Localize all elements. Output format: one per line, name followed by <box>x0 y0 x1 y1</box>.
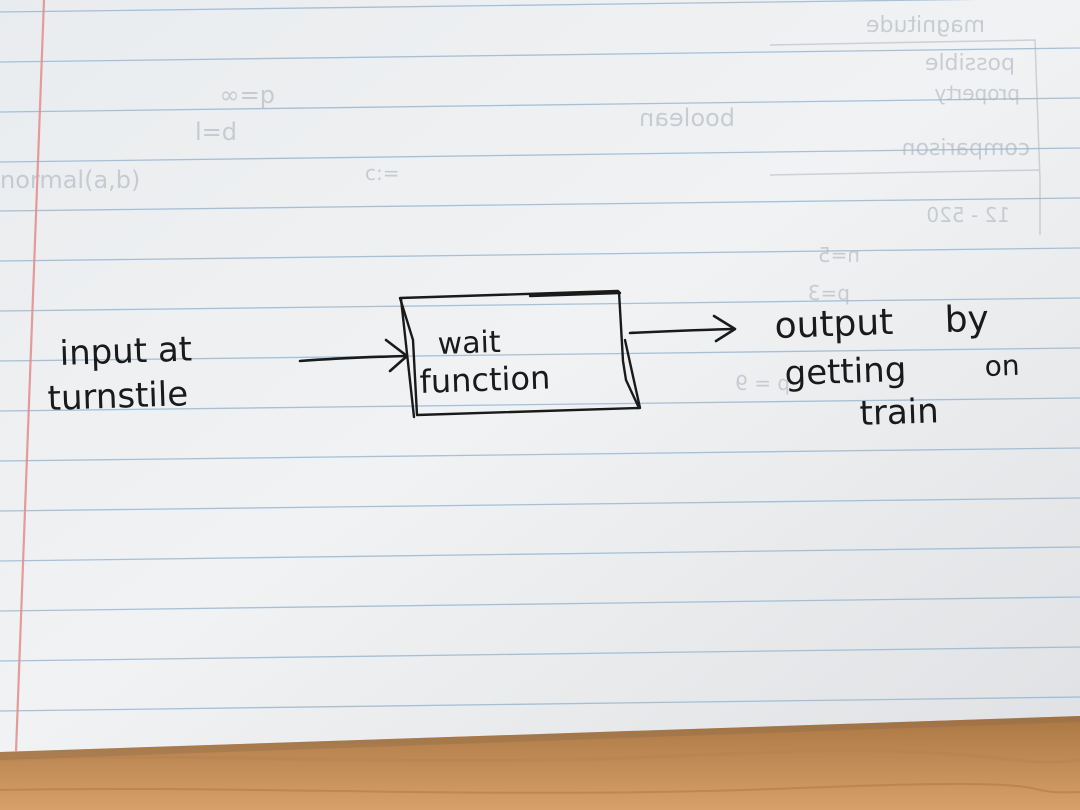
box-label-line1: wait <box>437 325 501 362</box>
output-arrow <box>628 314 737 343</box>
ghost-note: q=∞ <box>220 81 275 109</box>
ghost-note: n=5 <box>818 243 860 267</box>
ruled-lines <box>0 0 1080 712</box>
box-label-line2: function <box>419 358 551 401</box>
output-label-line1: output by <box>774 299 990 347</box>
bleed-through-notes: q=∞ l=d normal(a,b) boolean c:= magnitud… <box>0 13 1041 395</box>
input-label-line2: turnstile <box>47 374 189 419</box>
ghost-note: 12 - 520 <box>926 203 1010 227</box>
ghost-note: boolean <box>639 104 735 132</box>
output-label-line3: on <box>984 349 1020 383</box>
ghost-note: comparison <box>902 136 1030 161</box>
ghost-note: l=d <box>195 118 237 146</box>
ghost-note: p=3 <box>808 281 850 305</box>
ghost-note: magnitude <box>866 13 985 38</box>
paper-sheet <box>0 0 1080 752</box>
output-label-line4: train <box>859 391 939 434</box>
ghost-note: p = 9 <box>735 371 790 395</box>
wait-function-box: wait function <box>398 289 642 419</box>
ghost-note: normal(a,b) <box>0 166 140 194</box>
ghost-note: property <box>934 81 1020 105</box>
input-label-line1: input at <box>59 329 193 374</box>
margin-line <box>14 0 46 753</box>
ghost-note: possible <box>925 51 1015 76</box>
output-label-line2: getting <box>784 350 907 394</box>
ghost-note: c:= <box>365 161 400 185</box>
